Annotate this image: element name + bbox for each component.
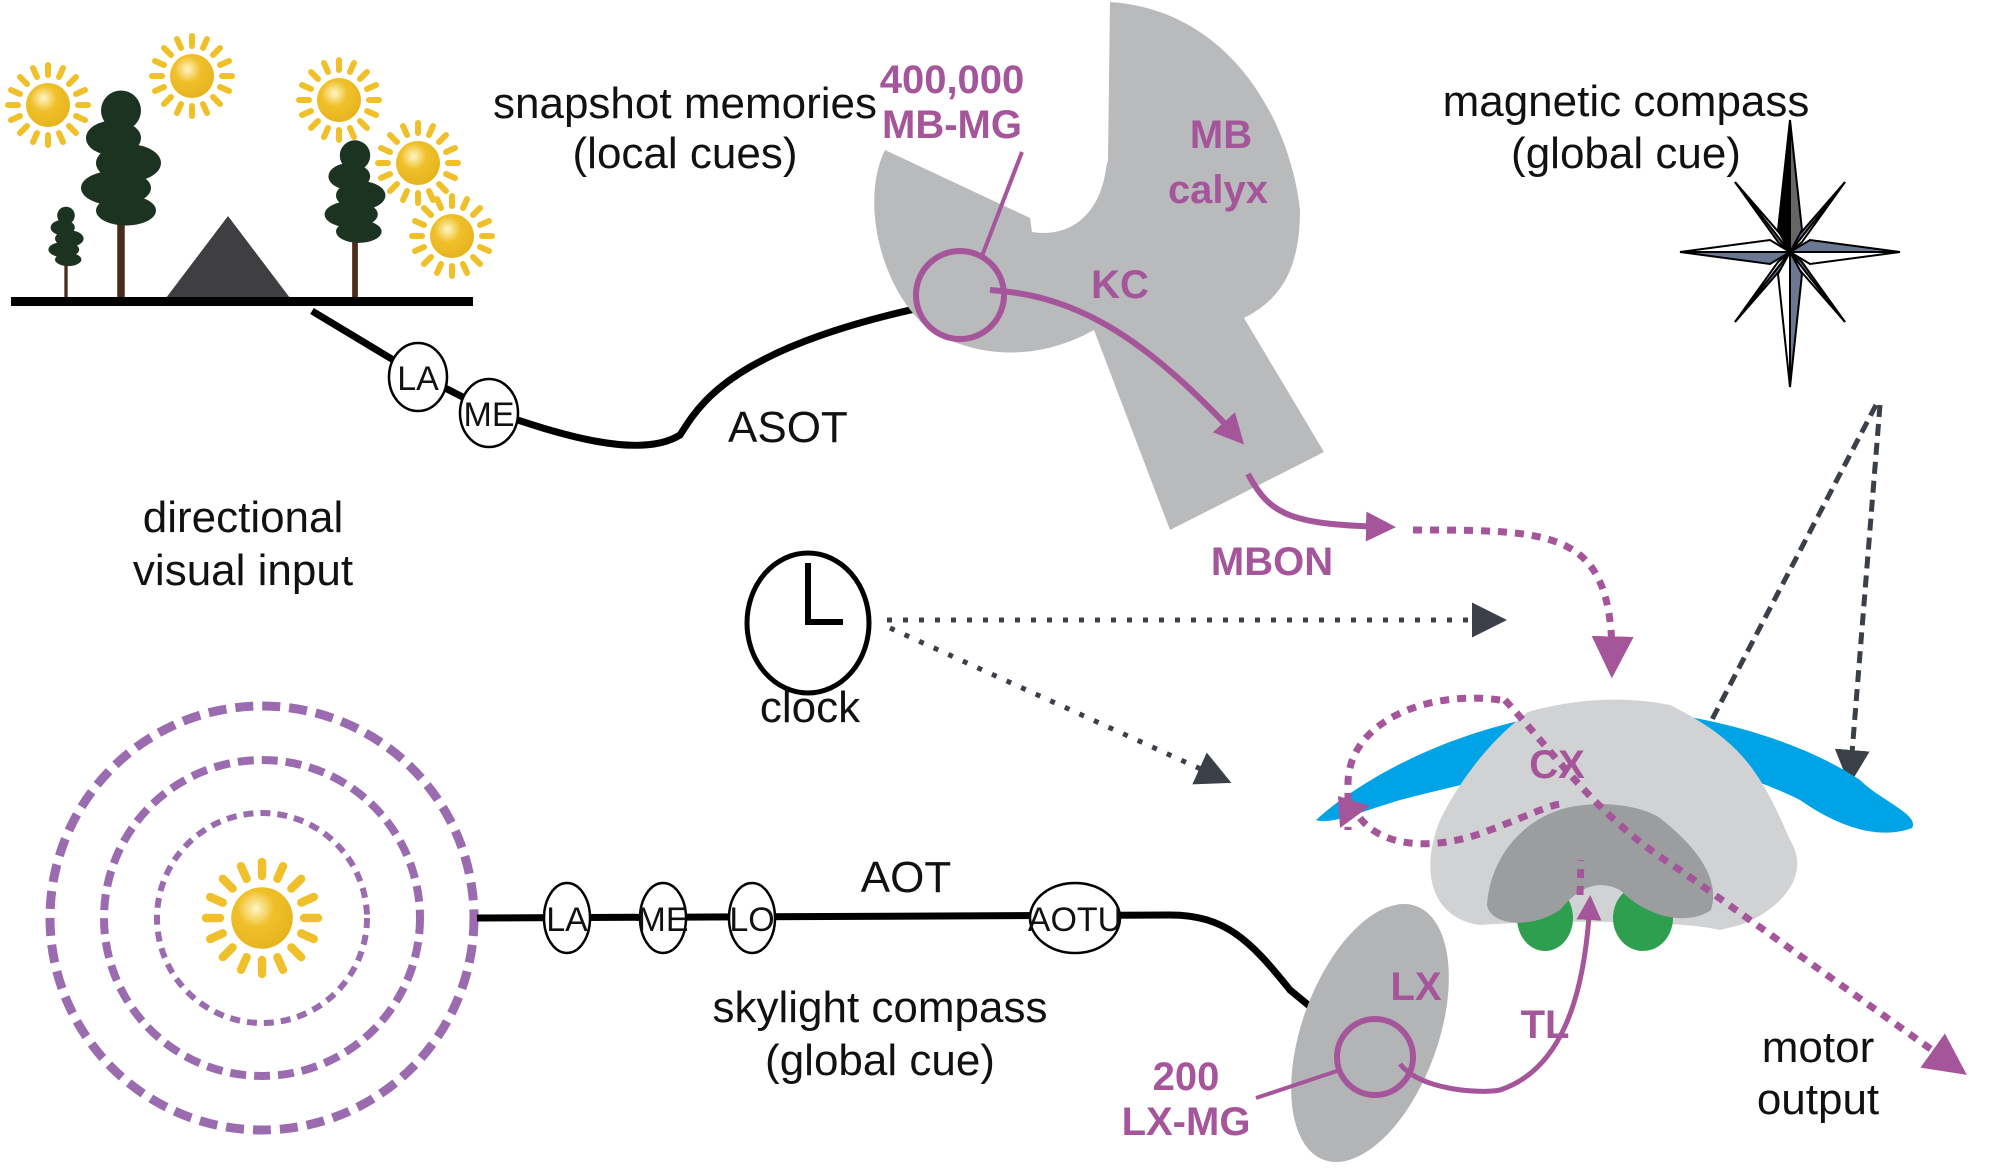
clock-icon	[744, 550, 872, 696]
svg-text:ME: ME	[638, 901, 689, 939]
sun-icon	[206, 862, 318, 974]
mb-label: MB	[1190, 113, 1252, 157]
lx-mg-label: LX-MG	[1122, 1100, 1251, 1144]
directional-label: directional	[143, 493, 344, 542]
kc-pathway	[989, 287, 1245, 445]
lower-node-la: LA	[542, 881, 592, 955]
svg-text:LA: LA	[397, 360, 439, 398]
lx-mg-count: 200	[1153, 1055, 1220, 1099]
mbon-label: MBON	[1211, 540, 1333, 584]
polarization-ring-outer	[45, 701, 479, 1135]
polarization-ring-inner	[154, 810, 370, 1026]
cx-loop-dotted	[1344, 694, 1501, 830]
sun-icon	[152, 36, 232, 116]
lower-node-me: ME	[638, 881, 689, 955]
lx-mg-leader-line	[1255, 1068, 1341, 1100]
upper-node-me: ME	[458, 377, 520, 449]
cx-loop-arrowhead	[1338, 796, 1370, 828]
lx-label: LX	[1390, 965, 1441, 1009]
svg-text:AOTU: AOTU	[1028, 901, 1122, 939]
cx-inner-loop-dotted	[1357, 800, 1568, 848]
cx-to-motor-dotted	[1502, 697, 1967, 1075]
calyx-label: calyx	[1168, 168, 1268, 212]
clock-label: clock	[760, 683, 861, 732]
mb-mg-count: 400,000	[880, 58, 1025, 102]
lx-microglomerulus	[1334, 1016, 1416, 1098]
magnetic-to-cx-dashed	[1641, 403, 1879, 855]
svg-text:ME: ME	[464, 396, 515, 434]
skylight-compass-label: skylight compass	[712, 983, 1047, 1032]
tree-icon	[81, 90, 161, 298]
tl-pathway	[1398, 895, 1602, 1094]
sun-icon	[299, 60, 379, 140]
lateral-complex	[1291, 904, 1449, 1162]
asot-tract	[310, 283, 987, 449]
blue-region-fan	[1316, 708, 1914, 833]
magnetic-compass-label: magnetic compass	[1443, 77, 1810, 126]
horizon-line	[11, 297, 473, 306]
landmark-mountain	[166, 216, 290, 298]
skylight-global-cue-label: (global cue)	[765, 1036, 995, 1085]
mbon-to-cx-dotted	[1412, 526, 1634, 679]
mb-microglomerulus	[913, 248, 1007, 342]
svg-text:LA: LA	[546, 901, 588, 939]
tree-icon	[48, 206, 84, 298]
mbon-pathway	[1245, 472, 1396, 542]
skylight-pattern	[45, 701, 479, 1135]
compass-rose-icon	[1679, 119, 1901, 388]
upper-node-la: LA	[387, 341, 449, 413]
output-label: output	[1757, 1075, 1879, 1124]
local-cues-label: (local cues)	[573, 129, 798, 178]
mushroom-body-calyx	[874, 2, 1324, 530]
asot-label: ASOT	[728, 403, 848, 452]
visual-input-label: visual input	[133, 546, 353, 595]
magnetic-global-cue-label: (global cue)	[1511, 129, 1741, 178]
sun-icon	[412, 196, 492, 276]
snapshot-label: snapshot memories	[493, 79, 877, 128]
polarization-ring-middle	[100, 756, 424, 1080]
aot-label: AOT	[861, 853, 951, 902]
lower-node-aotu: AOTU	[1028, 881, 1122, 955]
kc-label: KC	[1091, 263, 1149, 307]
aot-tract	[476, 911, 1381, 1065]
tl-to-cx-dotted	[1576, 859, 1585, 896]
magnetic-to-blue-dashed	[1834, 404, 1883, 785]
motor-label: motor	[1762, 1023, 1874, 1072]
tl-label: TL	[1521, 1003, 1570, 1047]
mb-mg-label: MB-MG	[882, 103, 1022, 147]
sun-icon	[378, 123, 458, 203]
mb-mg-leader-line	[980, 151, 1024, 257]
lower-node-lo: LO	[727, 881, 777, 955]
sun-icon	[8, 65, 88, 145]
svg-text:LO: LO	[729, 901, 774, 939]
landscape-scene	[8, 36, 492, 306]
clock-to-cx-dotted	[888, 625, 1232, 785]
fan-shaped-body	[1487, 804, 1714, 923]
